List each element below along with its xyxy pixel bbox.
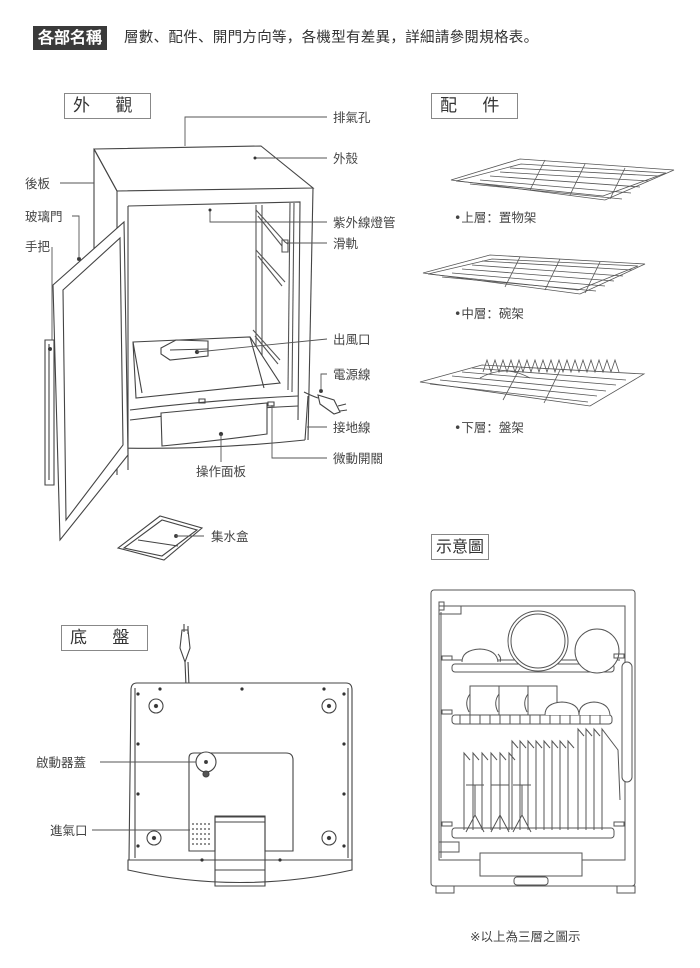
label-back-panel: 後板 xyxy=(25,176,51,191)
section-title-base: 底 盤 xyxy=(61,625,149,651)
section-title-illustration: 示意圖 xyxy=(431,534,490,560)
drip-tray-shape xyxy=(118,516,202,560)
label-power-cord: 電源線 xyxy=(333,367,371,382)
label-uv-lamp: 紫外線燈管 xyxy=(333,215,396,230)
power-plug-shape xyxy=(304,390,347,414)
label-exhaust: 排氣孔 xyxy=(333,110,371,125)
label-rail: 滑軌 xyxy=(333,236,359,251)
glass-door-shape xyxy=(53,222,128,540)
cabinet-interior-illustration xyxy=(431,590,635,893)
accessory-label: 中層：碗架 xyxy=(461,306,524,321)
screw-dots xyxy=(136,687,346,862)
bullet: • xyxy=(454,210,462,225)
accessory-item-lower: •下層：盤架 xyxy=(454,420,524,436)
label-micro-switch: 微動開關 xyxy=(333,451,384,466)
bullet: • xyxy=(454,306,462,321)
label-air-outlet: 出風口 xyxy=(333,332,371,347)
section-title-accessories: 配 件 xyxy=(431,93,519,119)
air-inlet-grid xyxy=(192,823,210,845)
label-air-inlet: 進氣口 xyxy=(50,823,88,838)
air-outlet-shape xyxy=(161,340,208,360)
section-title-exterior: 外 觀 xyxy=(64,93,152,119)
accessory-item-middle: •中層：碗架 xyxy=(454,306,524,322)
rack-middle-drawing xyxy=(423,255,645,294)
label-shell: 外殼 xyxy=(333,151,359,166)
label-control-panel: 操作面板 xyxy=(196,464,247,479)
section-badge-part-names: 各部名稱 xyxy=(33,26,108,50)
label-handle: 手把 xyxy=(25,239,51,254)
header-description: 層數、配件、開門方向等，各機型有差異，詳細請參閱規格表。 xyxy=(124,30,539,46)
label-glass-door: 玻璃門 xyxy=(25,209,63,224)
bullet: • xyxy=(454,420,462,435)
accessory-label: 上層：置物架 xyxy=(461,210,537,225)
accessory-item-upper: •上層：置物架 xyxy=(454,210,536,226)
label-ground-wire: 接地線 xyxy=(333,420,371,435)
rubber-feet xyxy=(147,699,336,845)
base-bottom-drawing xyxy=(92,624,352,886)
rack-upper-drawing xyxy=(451,159,674,200)
illustration-footnote: ※以上為三層之圖示 xyxy=(470,929,581,944)
accessory-label: 下層：盤架 xyxy=(461,420,524,435)
cabinet-exterior-drawing xyxy=(45,146,347,560)
handle-shape xyxy=(45,340,54,485)
label-drip-tray: 集水盒 xyxy=(211,529,249,544)
label-starter-cover: 啟動器蓋 xyxy=(36,755,87,770)
exterior-leader-lines xyxy=(52,117,327,536)
rack-lower-drawing xyxy=(420,360,644,406)
